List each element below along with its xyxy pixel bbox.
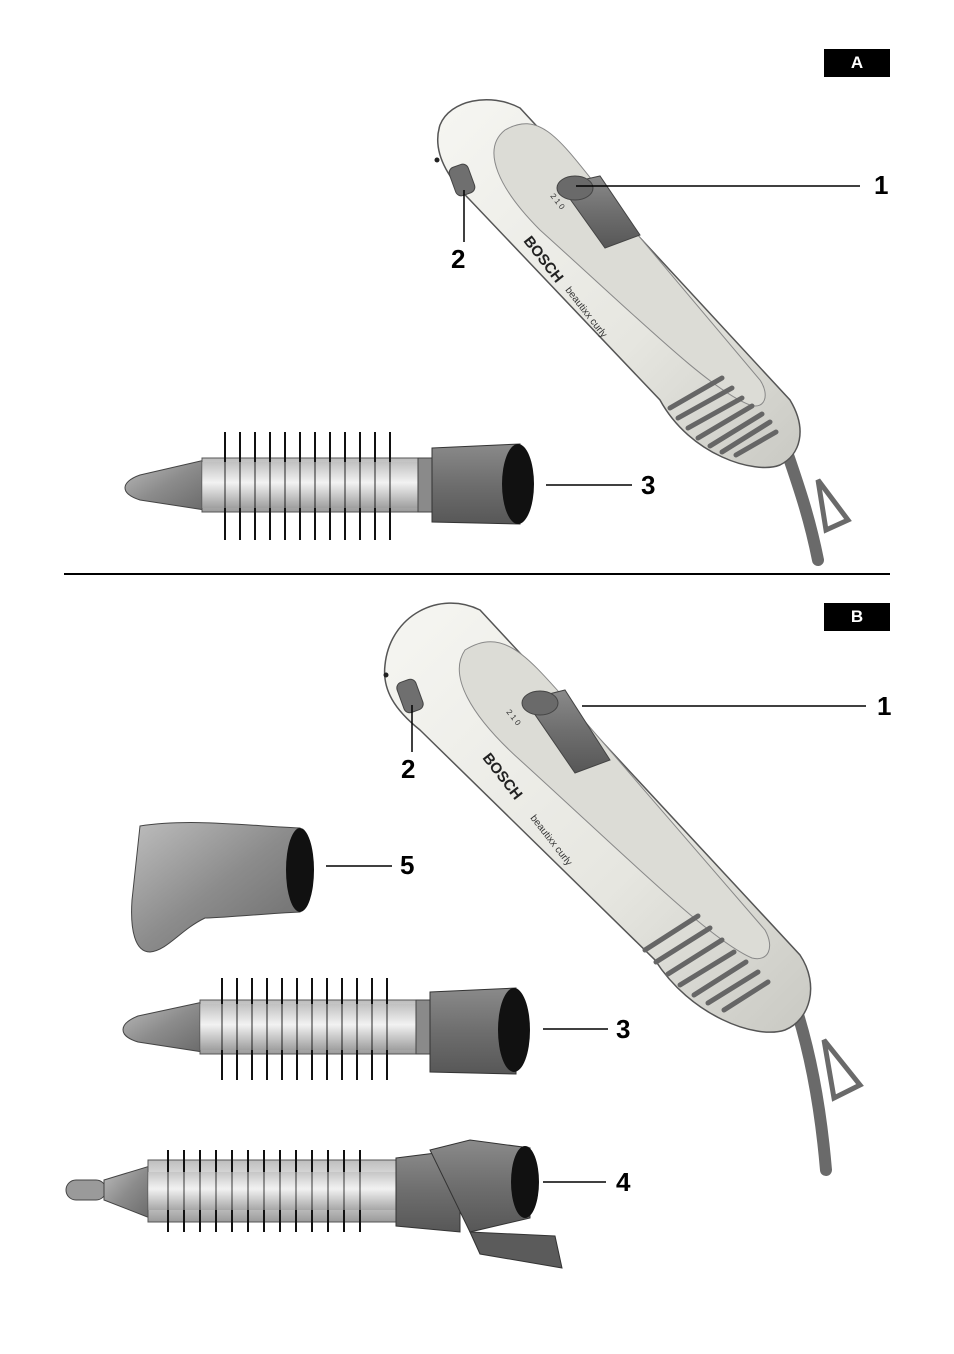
slider-switch-a — [556, 175, 641, 249]
round-brush-attachment-b — [122, 978, 530, 1080]
release-button-b — [396, 678, 424, 714]
panel-a-label: A — [824, 49, 890, 77]
slider-switch-b — [521, 689, 611, 774]
panel-b: BOSCH beautixx curly 2 1 0 — [65, 602, 866, 1269]
callout-b-1: 1 — [877, 691, 892, 721]
curling-brush-attachment — [65, 1139, 563, 1269]
air-vents-a — [667, 375, 779, 458]
callout-b-4: 4 — [616, 1167, 631, 1197]
release-button-a — [448, 163, 476, 197]
concentrator-nozzle-attachment — [131, 822, 314, 953]
section-divider — [64, 573, 890, 575]
callout-a-2: 2 — [451, 244, 466, 274]
callout-a-3: 3 — [641, 470, 656, 500]
round-brush-attachment-a — [124, 432, 534, 540]
styler-body-a: BOSCH beautixx curly 2 1 0 — [434, 98, 801, 469]
callout-b-5: 5 — [400, 850, 415, 880]
panel-b-label: B — [824, 603, 890, 631]
power-cord-b — [789, 999, 864, 1176]
styler-body-b: BOSCH beautixx curly 2 1 0 — [383, 602, 812, 1033]
callout-a-1: 1 — [874, 170, 889, 200]
panel-a: BOSCH beautixx curly 2 1 0 — [124, 98, 860, 566]
air-vents-b — [642, 913, 771, 1013]
callout-b-2: 2 — [401, 754, 416, 784]
power-cord-a — [782, 449, 852, 566]
callout-lines-a — [463, 185, 860, 486]
callout-lines-b — [326, 705, 866, 1183]
callout-b-3: 3 — [616, 1014, 631, 1044]
